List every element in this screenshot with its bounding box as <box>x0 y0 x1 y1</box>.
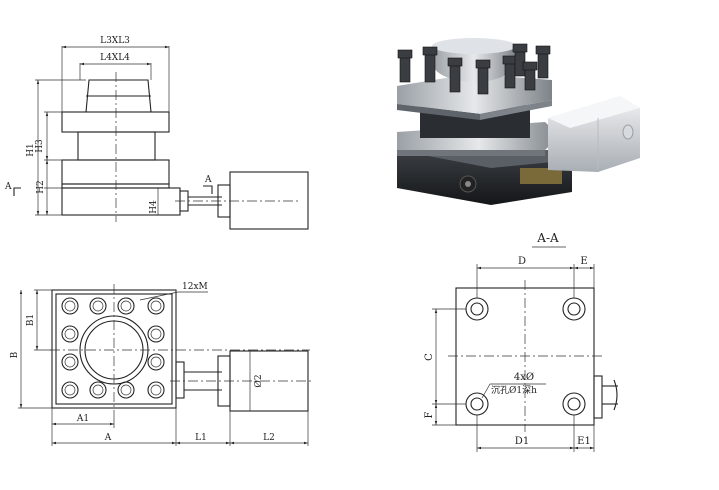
dim-a1: A1 <box>76 414 89 424</box>
section-mark-a-left: A <box>4 182 12 192</box>
dim-a: A <box>104 433 112 443</box>
product-photo <box>397 38 640 205</box>
dim-h3: H3 <box>35 139 45 153</box>
section-title: A-A <box>536 231 559 245</box>
dim-b1: B1 <box>26 314 36 326</box>
note-12xm: 12xM <box>182 282 208 292</box>
front-view: L3XL3 L4XL4 H1 H3 <box>4 36 309 230</box>
dim-h4: H4 <box>149 200 159 214</box>
dim-h1: H1 <box>26 143 36 157</box>
dim-d1: D1 <box>515 436 529 447</box>
dim-e: E <box>580 256 587 267</box>
dim-h2: H2 <box>36 180 46 194</box>
dim-l4xl4: L4XL4 <box>100 53 130 63</box>
label-plate <box>520 168 562 184</box>
note-counterbore: 沉孔Ø1深h <box>491 385 537 396</box>
dim-e1: E1 <box>577 436 591 447</box>
section-mark-a-right: A <box>204 175 212 185</box>
top-view: 12xM Ø2 B1 B A1 A L1 L2 <box>10 282 312 446</box>
dim-l2: L2 <box>263 433 275 443</box>
bolt-holes <box>61 297 165 399</box>
dim-l3xl3: L3XL3 <box>100 36 130 46</box>
dim-phi2: Ø2 <box>253 374 264 387</box>
dim-f: F <box>424 411 435 418</box>
dim-l1: L1 <box>195 433 207 443</box>
note-4x-hole: 4xØ <box>514 372 534 383</box>
dim-b: B <box>10 351 20 358</box>
dim-d: D <box>518 256 526 267</box>
section-view-a-a: A-A D E C F 4xØ 沉孔Ø1深h <box>424 231 618 452</box>
dim-c: C <box>424 353 435 361</box>
